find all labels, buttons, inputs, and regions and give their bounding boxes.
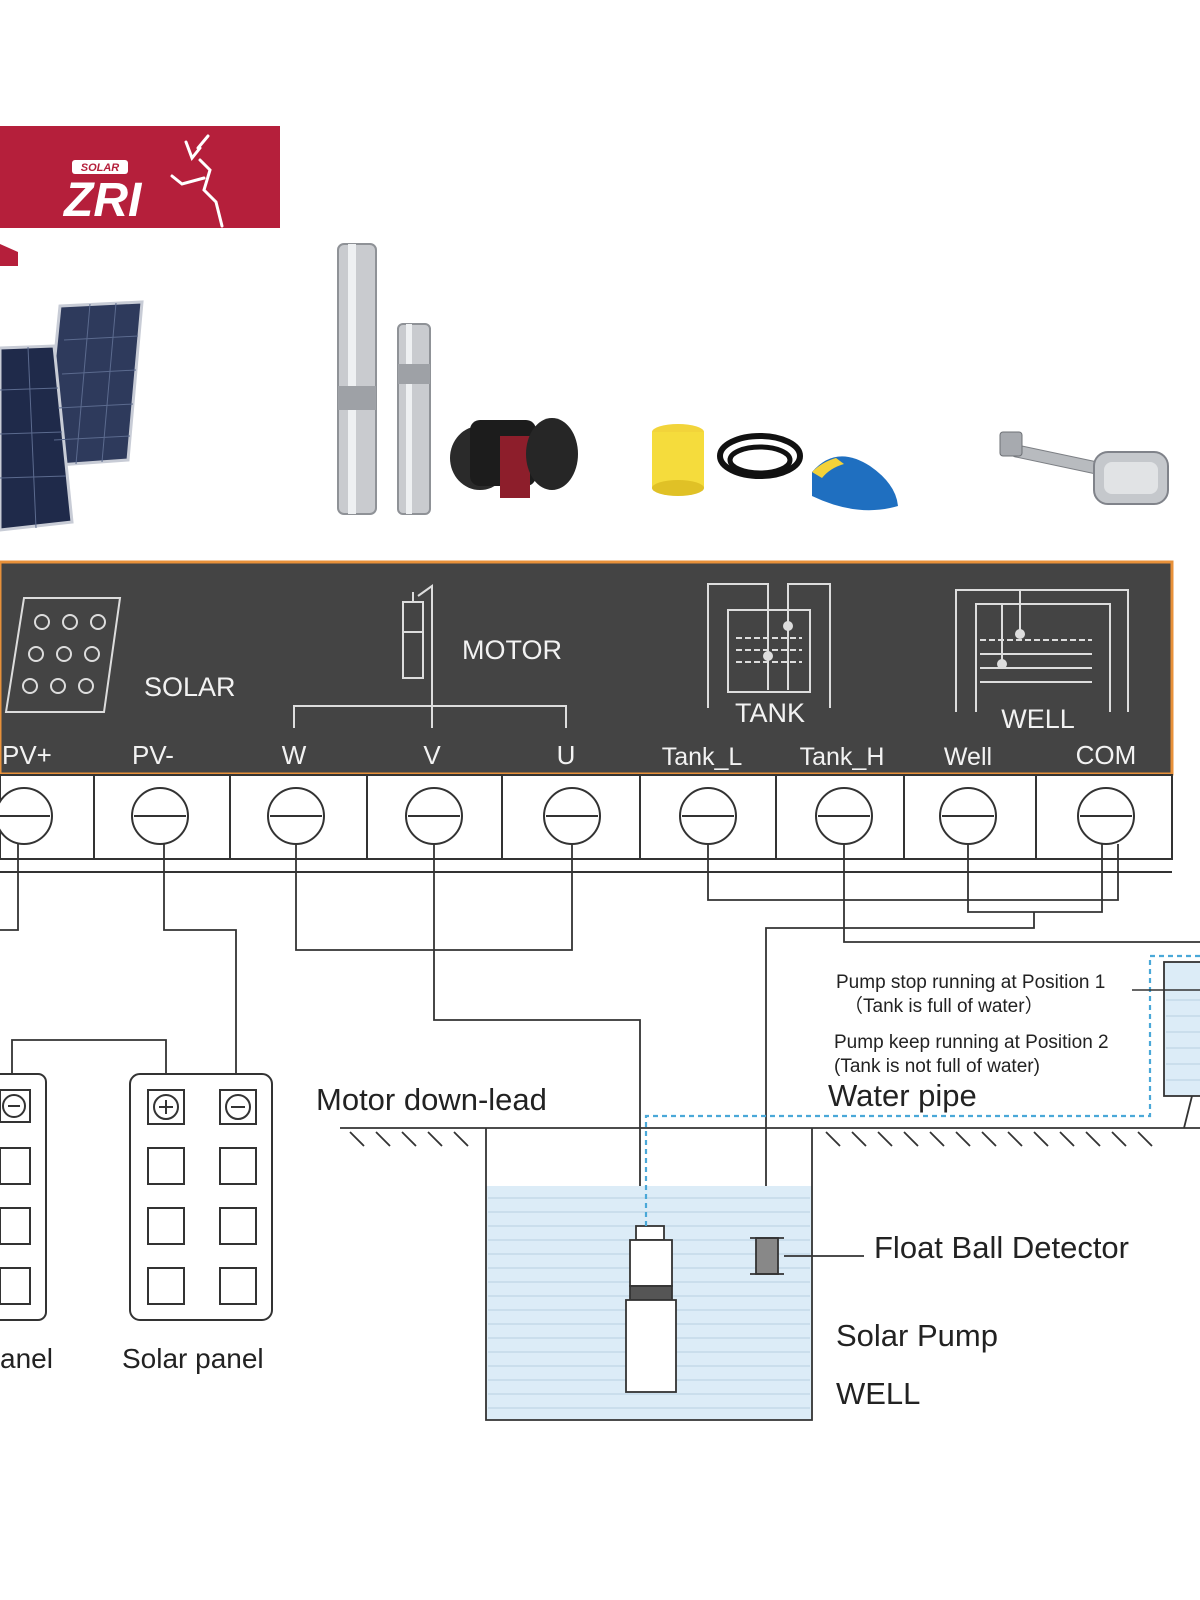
tank-icon [707,583,831,708]
motor-down-lead-label: Motor down-lead [316,1082,547,1117]
solar-panels-photo [0,300,144,532]
wire-pv-plus [0,844,19,931]
logo-corner-mark [0,244,18,266]
note-keep-line1: Pump keep running at Position 2 [834,1032,1109,1053]
deer-icon [170,134,224,228]
brand-logo: SOLAR ZRI [0,126,280,266]
wire-pv-minus [163,844,237,1086]
float-ball-detector-label: Float Ball Detector [874,1230,1129,1265]
wire-float-ball [765,912,1035,1186]
terminal-label-u: U [557,740,576,770]
terminal-screw-v[interactable] [405,787,463,845]
terminal-label-v: V [423,740,441,770]
well-icon [955,589,1129,712]
wiring [0,844,1200,1186]
solar-panel-right-label: Solar panel [122,1343,264,1374]
level-sensor-photo [999,431,1169,505]
wire-solar-link [11,1039,167,1086]
motor-icon [293,584,567,728]
terminal-label-tank-l: Tank_L [662,743,743,771]
well-label: WELL [1001,704,1075,734]
well-bottom-label: WELL [836,1376,920,1411]
solar-panel-icon [4,597,122,713]
terminal-label-tank-h: Tank_H [800,743,885,771]
logo-brand-text: ZRI [62,174,143,227]
water-pipe [644,954,1200,1226]
solar-panel-left-label: anel [0,1343,53,1374]
terminal-screw-pv-plus[interactable] [0,787,53,845]
wire-well-com [967,844,1103,913]
water-pipe-label: Water pipe [828,1078,977,1113]
terminal-label-w: W [282,740,307,770]
wire-tank-l [707,844,1119,901]
terminal-screw-u[interactable] [543,787,601,845]
note-stop-line1: Pump stop running at Position 1 [836,972,1105,993]
logo-badge [72,160,128,174]
terminal-label-pv-minus: PV- [132,740,174,770]
ground-line [340,1127,1200,1147]
terminal-label-well: Well [944,743,992,771]
wire-tank-h [843,844,1200,943]
terminal-screw-tank-h[interactable] [815,787,873,845]
surface-pump-photo [450,418,578,498]
logo-solar-text: SOLAR [81,162,120,174]
motor-label: MOTOR [462,635,562,665]
logo-background [0,126,280,228]
terminal-label-pv-plus: PV+ [2,740,52,770]
submersible-pump-symbol [625,1225,677,1393]
terminal-screw-w[interactable] [267,787,325,845]
terminal-screw-well[interactable] [939,787,997,845]
tank-label: TANK [735,698,805,728]
note-keep-line2: (Tank is not full of water) [834,1056,1040,1077]
submersible-pump-photo [337,243,431,515]
terminal-screw-com[interactable] [1077,787,1135,845]
storage-tank [1132,961,1200,1129]
solar-panel-right [129,1073,273,1321]
terminal-screw-tank-l[interactable] [679,787,737,845]
wire-v [433,844,641,1186]
float-ball-detector-symbol [750,1237,864,1275]
float-switch-photo [652,424,898,511]
terminal-screw-pv-minus[interactable] [131,787,189,845]
terminal-label-com: COM [1076,740,1137,770]
solar-pump-label: Solar Pump [836,1318,998,1353]
solar-label: SOLAR [144,672,236,702]
note-stop-line2: （Tank is full of water） [844,995,1044,1017]
solar-panel-left [0,1073,47,1321]
controller-panel: SOLAR MOTOR TANK [0,560,1174,776]
